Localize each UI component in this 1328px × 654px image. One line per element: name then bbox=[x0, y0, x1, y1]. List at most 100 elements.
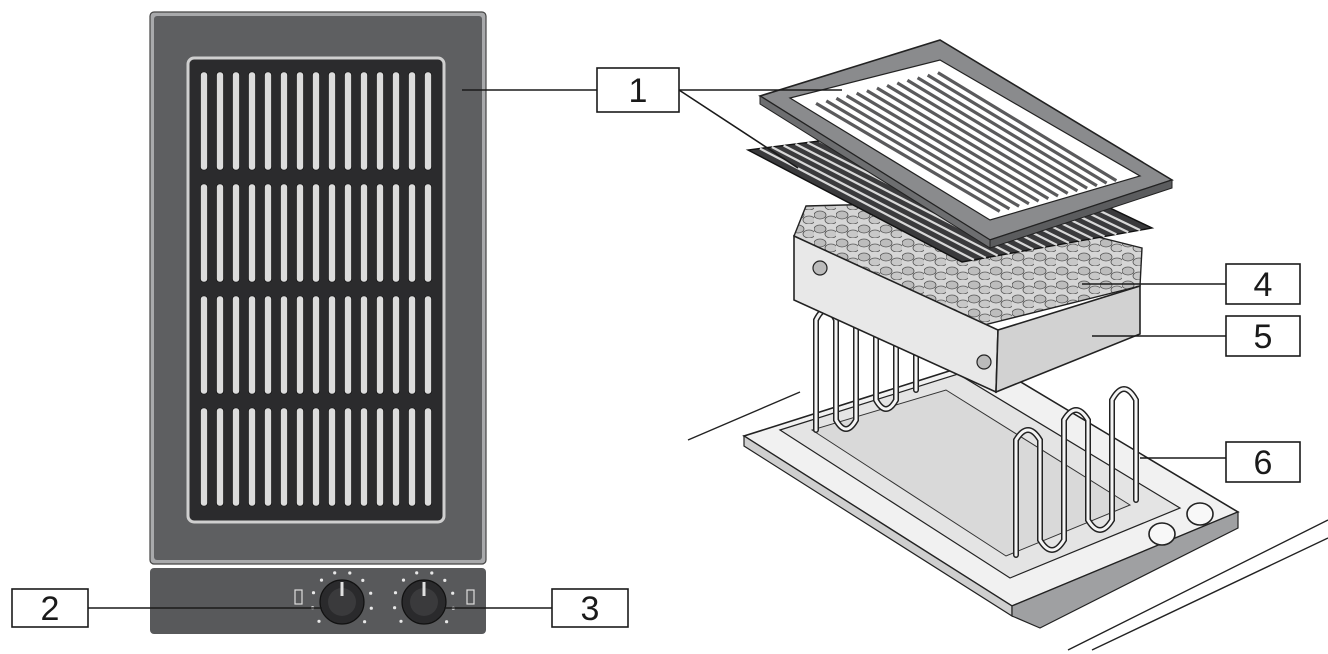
grate-slot bbox=[280, 295, 288, 395]
grate-slot bbox=[280, 407, 288, 507]
knob-tick bbox=[369, 591, 373, 595]
knob-tick bbox=[363, 620, 367, 624]
heating-element-right-inner bbox=[1014, 387, 1138, 557]
right-zone-indicator-icon bbox=[466, 589, 475, 605]
grate-slot bbox=[360, 295, 368, 395]
grate-slot bbox=[328, 407, 336, 507]
grate-slot bbox=[328, 295, 336, 395]
grate-slot bbox=[248, 295, 256, 395]
grate-slot bbox=[264, 295, 272, 395]
grill-frame bbox=[758, 39, 1174, 249]
base-knob-right bbox=[1186, 502, 1214, 526]
grate-bar-highlight bbox=[771, 146, 987, 259]
frame-grate-bar bbox=[916, 76, 1098, 188]
knob-tick bbox=[445, 620, 449, 624]
grate-slot bbox=[392, 295, 400, 395]
grate-slot bbox=[264, 183, 272, 283]
grate-slot bbox=[408, 407, 416, 507]
grate-slot bbox=[344, 183, 352, 283]
grate-slot bbox=[232, 295, 240, 395]
grate-slot bbox=[232, 183, 240, 283]
frame-grate-bar bbox=[845, 94, 1030, 206]
grate-slot bbox=[280, 183, 288, 283]
grate-slot bbox=[408, 183, 416, 283]
grate-slot bbox=[344, 295, 352, 395]
grate-slots bbox=[200, 71, 432, 507]
grate-slot bbox=[344, 71, 352, 171]
countertop-edge-back bbox=[687, 391, 801, 441]
grate-slot bbox=[296, 183, 304, 283]
knob-tick bbox=[348, 571, 352, 575]
knob-tick bbox=[317, 619, 321, 623]
grate-slot bbox=[424, 183, 432, 283]
grate-slot bbox=[296, 71, 304, 171]
grate-slot bbox=[216, 407, 224, 507]
exploded-view bbox=[687, 39, 1328, 651]
grate-slot bbox=[264, 407, 272, 507]
countertop-edge-front bbox=[1067, 519, 1328, 651]
grate-slot bbox=[392, 71, 400, 171]
callout-5: 5 bbox=[1092, 315, 1301, 357]
knob-tick bbox=[333, 571, 337, 575]
frame-grate-bar bbox=[926, 73, 1108, 185]
grate-slot bbox=[216, 295, 224, 395]
callout-4-label: 4 bbox=[1254, 266, 1273, 304]
grate-slot bbox=[200, 183, 208, 283]
grate-slot bbox=[376, 183, 384, 283]
knob-tick bbox=[369, 606, 373, 610]
grate-slot bbox=[376, 295, 384, 395]
knob-tick bbox=[401, 578, 406, 582]
base-housing bbox=[742, 359, 1240, 629]
callout-5-label: 5 bbox=[1254, 318, 1273, 356]
grate-slot bbox=[328, 71, 336, 171]
grate-slot bbox=[248, 71, 256, 171]
grate-slot bbox=[424, 407, 432, 507]
grate-slot bbox=[312, 71, 320, 171]
grate-slot bbox=[312, 407, 320, 507]
knob-tick bbox=[319, 578, 324, 582]
left-control-knob[interactable] bbox=[319, 579, 365, 625]
callout-3-label: 3 bbox=[581, 590, 600, 628]
grate-slot bbox=[200, 295, 208, 395]
grate-slot bbox=[200, 407, 208, 507]
knob-tick bbox=[415, 571, 419, 575]
grate-slot bbox=[424, 295, 432, 395]
grate-frame bbox=[186, 56, 446, 524]
grate-slot bbox=[232, 407, 240, 507]
knob-tick bbox=[399, 619, 403, 623]
frame-grate-bar bbox=[937, 71, 1118, 182]
base-knob-left bbox=[1148, 522, 1176, 546]
callout-2: 2 bbox=[11, 588, 322, 628]
frame-grate-bar bbox=[876, 86, 1059, 198]
right-control-knob[interactable] bbox=[401, 579, 447, 625]
knob-tick bbox=[361, 578, 365, 583]
grate-slot bbox=[424, 71, 432, 171]
grate-slot bbox=[280, 71, 288, 171]
frame-grate-bar bbox=[815, 102, 1001, 213]
grate-slot bbox=[392, 407, 400, 507]
frame-grate-bar bbox=[825, 99, 1011, 211]
grate-bar-highlight bbox=[783, 144, 999, 257]
frame-grate-bar bbox=[906, 78, 1088, 190]
callout-3: 3 bbox=[444, 588, 629, 628]
basket-rivet-1 bbox=[812, 260, 828, 276]
grate-slot bbox=[328, 183, 336, 283]
frame-grate-bar bbox=[886, 84, 1069, 195]
knob-tick bbox=[430, 571, 434, 575]
knob-tick bbox=[443, 578, 447, 583]
callout-1-label: 1 bbox=[629, 72, 648, 110]
grate-slot bbox=[200, 71, 208, 171]
frame-grate-bar bbox=[855, 91, 1040, 203]
knob-tick bbox=[393, 591, 398, 595]
callout-2-label: 2 bbox=[41, 590, 60, 628]
grate-slot bbox=[264, 71, 272, 171]
grate-slot bbox=[376, 71, 384, 171]
frame-grate-bar bbox=[896, 81, 1079, 193]
frame-grate-bar bbox=[866, 89, 1050, 200]
grate-slot bbox=[408, 71, 416, 171]
grate-slot bbox=[248, 183, 256, 283]
grate-slot bbox=[360, 71, 368, 171]
grate-slot bbox=[312, 183, 320, 283]
callout-6: 6 bbox=[1140, 441, 1301, 483]
